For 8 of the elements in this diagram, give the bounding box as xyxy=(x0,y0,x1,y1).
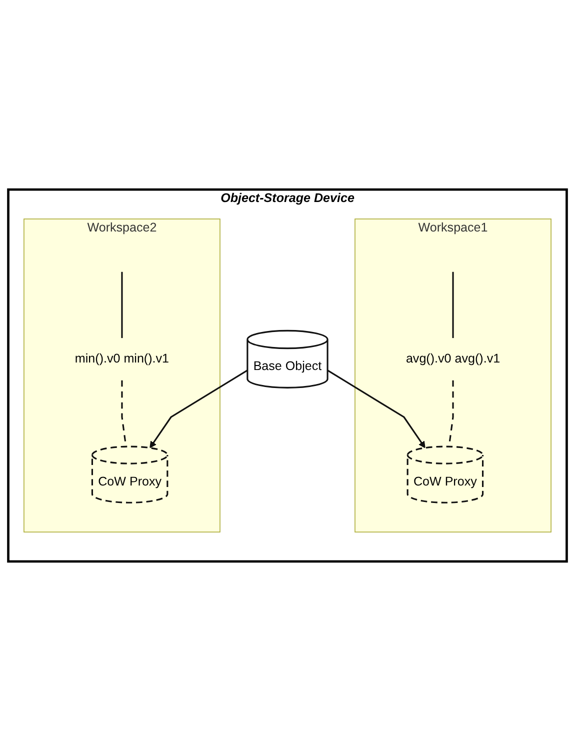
node-text: CoW Proxy xyxy=(413,475,477,489)
connector xyxy=(452,272,454,338)
connector xyxy=(121,272,123,338)
node-text: avg().v0 avg().v1 xyxy=(406,352,500,366)
arrow xyxy=(150,370,248,448)
node-text: CoW Proxy xyxy=(98,475,162,489)
arrow xyxy=(327,370,426,448)
node-text: min().v0 min().v1 xyxy=(74,352,170,366)
